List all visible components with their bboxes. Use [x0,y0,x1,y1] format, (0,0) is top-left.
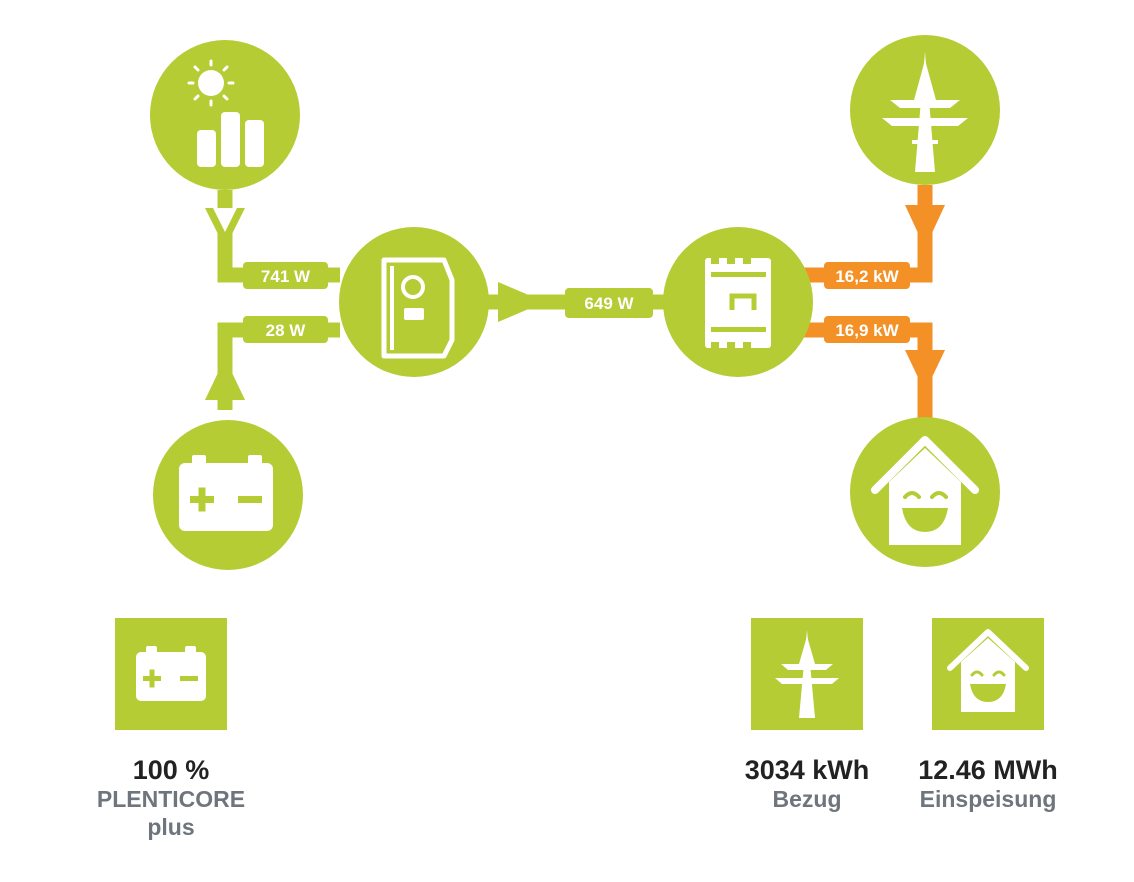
flow-value-battery: 28 W [266,321,307,340]
grid-connector [800,185,933,283]
smiling-house-icon [947,629,1029,712]
battery-node[interactable] [153,420,303,570]
battery-stat: 100 % PLENTICORE plus [71,755,271,841]
battery-stat-label-line1: PLENTICORE [96,786,246,812]
einspeisung-stat-value: 12.46 MWh [918,755,1058,785]
inverter-node[interactable] [339,227,489,377]
smiling-house-icon [871,436,979,545]
power-pylon-icon [775,630,839,718]
flow-pill-solar: 741 W [243,262,328,289]
solar-arrow-notch [213,208,237,232]
energy-meter-icon [705,258,771,348]
flow-pill-inverter-meter: 649 W [565,288,653,318]
battery-stat-tile [115,618,227,730]
battery-arrow [205,358,245,400]
home-connector [800,322,933,420]
einspeisung-stat: 12.46 MWh Einspeisung [893,755,1083,813]
flow-value-grid: 16,2 kW [835,267,899,286]
battery-icon [179,455,273,531]
inverter-icon [381,257,455,359]
einspeisung-stat-label: Einspeisung [919,786,1057,812]
battery-stat-value: 100 % [132,755,210,785]
meter-node[interactable] [663,227,813,377]
grid-arrow [905,205,945,248]
home-node[interactable] [850,417,1000,567]
inverter-meter-arrow [498,282,545,322]
flow-value-home: 16,9 kW [835,321,899,340]
power-pylon-icon [882,52,968,172]
orange-connectors [800,185,933,420]
flow-value-solar: 741 W [261,267,311,286]
grid-node[interactable] [850,35,1000,185]
flow-value-inverter-meter: 649 W [584,294,634,313]
home-arrow [905,350,945,392]
bezug-stat-value: 3034 kWh [744,755,870,785]
solar-panel-icon [187,59,264,167]
solar-node[interactable] [150,40,300,190]
einspeisung-stat-tile [932,618,1044,730]
flow-pill-battery: 28 W [243,316,328,343]
bezug-stat-label: Bezug [772,786,842,812]
bezug-stat-tile [751,618,863,730]
flow-pill-home: 16,9 kW [824,316,910,343]
battery-stat-label-line2: plus [147,814,195,840]
flow-pill-grid: 16,2 kW [824,262,910,289]
bezug-stat: 3034 kWh Bezug [717,755,897,813]
battery-icon [136,646,206,701]
